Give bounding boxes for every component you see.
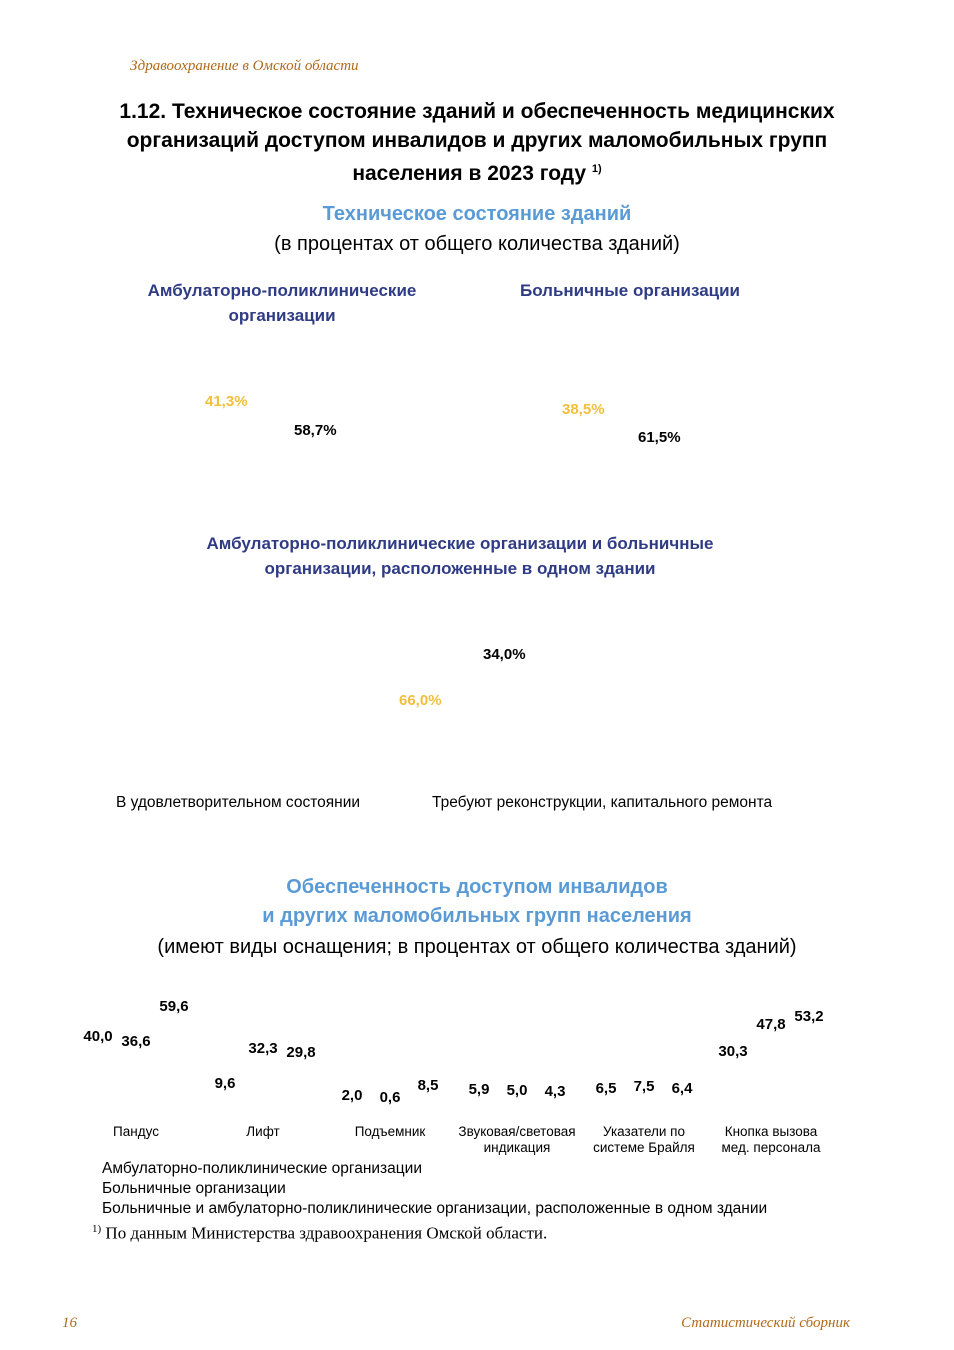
pie1-label-repair: 41,3% (205, 393, 248, 410)
page-title-line3-text: населения в 2023 году (352, 162, 587, 185)
bar-category-label: Лифт (197, 1124, 329, 1140)
pie3-label-satisfactory: 34,0% (483, 646, 526, 663)
pie1-title: Амбулаторно-поликлинические организации (110, 278, 454, 328)
pie2-title: Больничные организации (519, 281, 741, 300)
footnote-text: По данным Министерства здравоохранения О… (105, 1223, 548, 1243)
bar-category-label-line: Лифт (246, 1124, 280, 1139)
bar-value-label: 7,5 (633, 1078, 655, 1096)
pie2-label-satisfactory: 61,5% (638, 429, 681, 446)
page-title-line2: организаций доступом инвалидов и других … (126, 129, 828, 152)
section2-title-line2: и других маломобильных групп населения (262, 905, 692, 927)
pie3-label-repair: 66,0% (399, 692, 442, 709)
bar-category-label: Подъемник (324, 1124, 456, 1140)
pie2-label-repair: 38,5% (562, 401, 605, 418)
pie1-title-line1: Амбулаторно-поликлинические (147, 281, 417, 300)
bar-value-label: 36,6 (121, 1033, 151, 1051)
bar-category-label-line: Кнопка вызова (724, 1124, 818, 1139)
bar-value-label: 6,5 (595, 1079, 617, 1097)
bar-category-label-line: системе Брайля (593, 1140, 695, 1155)
bar-category-label-line: мед. персонала (721, 1140, 821, 1155)
pie3-title: Амбулаторно-поликлинические организации … (100, 531, 820, 581)
section1-subtitle: (в процентах от общего количества зданий… (274, 233, 680, 255)
section1-title: Техническое состояние зданий (322, 203, 632, 225)
bar-value-label: 30,3 (718, 1043, 748, 1061)
bar-legend-series3: Больничные и амбулаторно-поликлинические… (102, 1200, 768, 1217)
running-title: Здравоохранение в Омской области (130, 58, 359, 74)
pie1-title-line2: организации (228, 306, 336, 325)
footnote: 1) По данным Министерства здравоохранени… (92, 1223, 547, 1244)
bar-value-label: 59,6 (159, 997, 189, 1015)
pie1-label-satisfactory: 58,7% (294, 422, 337, 439)
pie-legend-repair: Требуют реконструкции, капитального ремо… (432, 794, 773, 811)
bar-value-label: 9,6 (214, 1075, 236, 1093)
bar-value-label: 29,8 (286, 1043, 316, 1061)
bar-legend-series2: Больничные организации (102, 1180, 286, 1197)
bar-category-label-line: Звуковая/световая (458, 1124, 576, 1139)
bar-value-label: 6,4 (671, 1080, 693, 1098)
page-number: 16 (62, 1315, 77, 1331)
bar-category-label-line: индикация (483, 1140, 551, 1155)
bar-category-label-line: Указатели по (602, 1124, 685, 1139)
pie-legend-satisfactory: В удовлетворительном состоянии (116, 794, 361, 811)
page-title-line3: населения в 2023 году 1) (40, 155, 914, 188)
bar-value-label: 5,9 (468, 1080, 490, 1098)
page-title: 1.12. Техническое состояние зданий и обе… (40, 97, 914, 188)
bar-value-label: 2,0 (341, 1086, 363, 1104)
bar-value-label: 40,0 (83, 1028, 113, 1045)
bar-category-label-line: Подъемник (354, 1124, 426, 1139)
bar-value-label: 5,0 (506, 1082, 528, 1100)
bar-value-label: 53,2 (794, 1007, 824, 1025)
publication-name: Статистический сборник (681, 1315, 850, 1331)
section2-subtitle: (имеют виды оснащения; в процентах от об… (157, 936, 797, 958)
footnote-mark: 1) (92, 1223, 102, 1235)
page-title-line1: 1.12. Техническое состояние зданий и обе… (119, 100, 835, 123)
bar-value-label: 4,3 (544, 1083, 566, 1101)
bar-legend-series1: Амбулаторно-поликлинические организации (102, 1160, 422, 1177)
bar-category-label: Пандус (70, 1124, 202, 1140)
bar-value-label: 8,5 (417, 1076, 439, 1094)
bar-value-label: 47,8 (756, 1015, 786, 1033)
section2-title-line1: Обеспеченность доступом инвалидов (286, 876, 668, 898)
bar-value-label: 32,3 (248, 1039, 278, 1057)
title-footnote-mark: 1) (591, 163, 602, 175)
bar-category-label-line: Пандус (113, 1124, 159, 1139)
bar-value-label: 0,6 (379, 1089, 401, 1107)
pie3-title-line2: организации, расположенные в одном здани… (264, 559, 656, 578)
pie3-title-line1: Амбулаторно-поликлинические организации … (206, 534, 714, 553)
